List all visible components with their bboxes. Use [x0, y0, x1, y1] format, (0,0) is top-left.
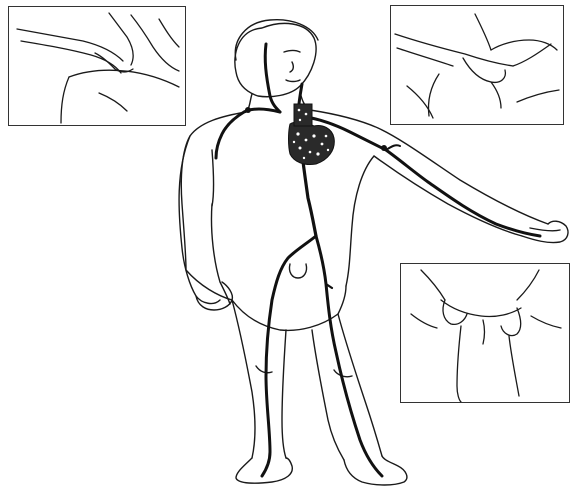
torso-right-outline [346, 156, 374, 286]
right-leg-outline [312, 330, 344, 460]
brachial-artery-right [300, 116, 540, 236]
hair-outline [235, 20, 318, 60]
left-leg-outline [232, 300, 255, 458]
brachial-pulse-inset [390, 5, 564, 125]
groin-outline [289, 264, 306, 278]
carotid-artery-left [265, 44, 280, 112]
femoral-artery-left [262, 236, 316, 476]
head-outline [235, 23, 316, 96]
femoral-artery-right [316, 236, 382, 476]
left-arm-outline [179, 136, 220, 303]
right-arm-outline [310, 110, 548, 224]
pulse-point-arm [381, 145, 387, 151]
right-hand-outline [522, 221, 568, 242]
carotid-pulse-inset [8, 6, 186, 126]
femoral-pulse-inset [400, 263, 570, 403]
pulse-point-neck [245, 107, 251, 113]
